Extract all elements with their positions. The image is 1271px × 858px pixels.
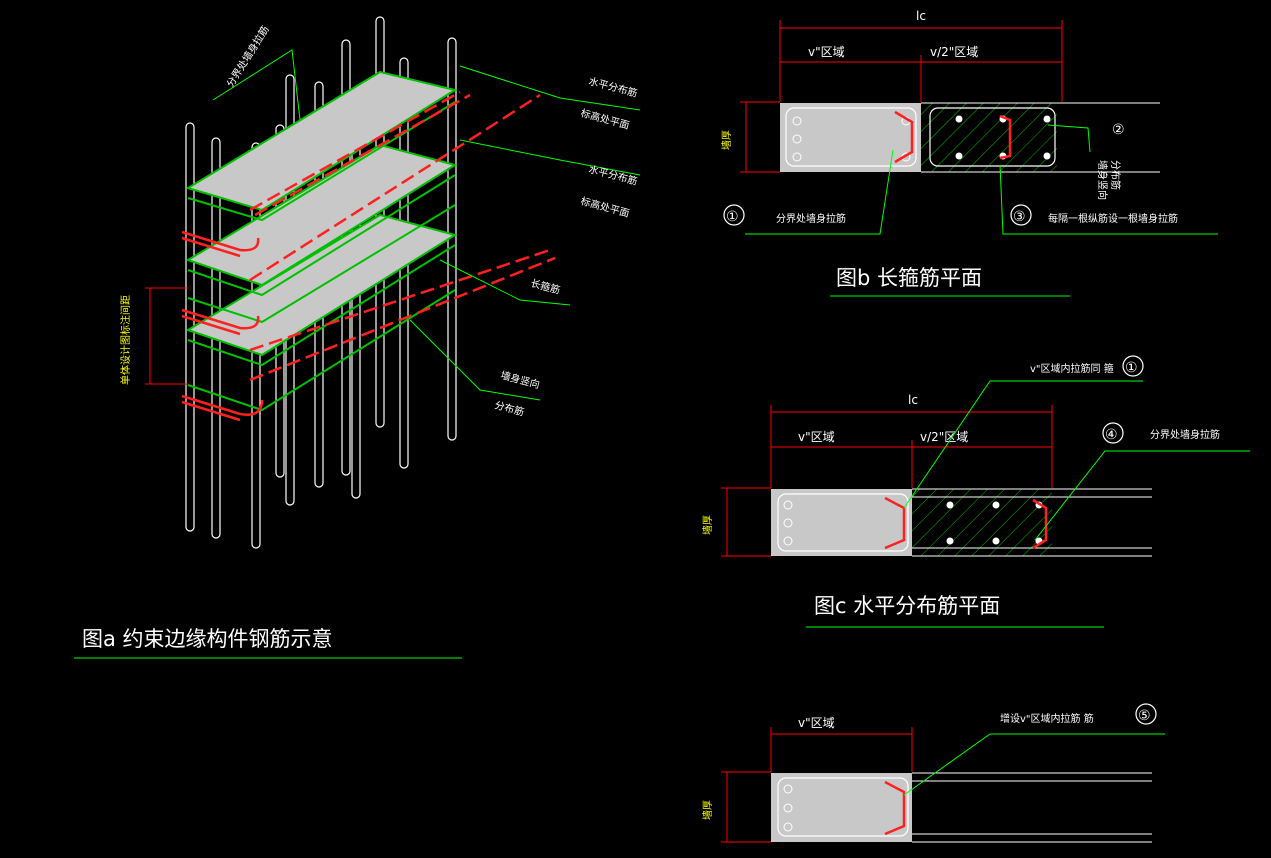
figure-b-circle-1: ① [726,209,739,225]
figure-c-wall-thickness: 墙厚 [701,515,714,535]
figure-c-zone-v: v"区域 [798,430,835,444]
figure-c-label-1: v"区域内拉筋同 箍 [1030,362,1114,375]
figure-c-circle-4: ④ [1105,427,1118,443]
figure-d-circle-5: ⑤ [1138,708,1151,724]
figure-c-dimensions [721,405,1053,557]
figure-c-circle-1: ① [1125,360,1138,376]
figure-d-label-5: 增设v"区域内拉筋 筋 [1000,712,1094,725]
ties [181,90,556,422]
figure-b-dimensions [740,20,1063,173]
elevation-label-1: 标高处平面 [579,106,631,131]
figure-b-circle-3: ③ [1013,209,1026,225]
figure-d-bars [783,784,793,832]
figure-a-isometric: 分界处墙身拉筋 水平分布筋 标高处平面 水平分布筋 标高处平面 长箍筋 墙身竖向… [74,16,641,659]
elevation-label-2: 标高处平面 [579,194,631,219]
figure-b-long-stirrup-plan: lc v"区域 v/2"区域 墙厚 ① 分界处墙身拉筋 ② 墙身竖向 [720,9,1218,297]
figure-d-wall-thickness: 墙厚 [701,800,714,820]
horiz-rebar-label-2: 水平分布筋 [587,162,639,187]
figure-d-zone-v: v"区域 [798,716,835,730]
figure-c-label-4: 分界处墙身拉筋 [1150,428,1220,441]
figure-b-ties [894,110,1012,164]
figure-b-leaders [745,124,1218,235]
figure-b-bars [792,115,1051,162]
long-stirrup-label: 长箍筋 [529,276,561,296]
spacing-label: 单体设计图标注间距 [119,295,132,385]
figure-d-added-tie-plan: v"区域 墙厚 增设v"区域内拉筋 筋 ⑤ [701,703,1165,843]
stirrups [187,101,456,412]
boundary-tie-label: 分界处墙身拉筋 [224,23,272,89]
figure-c-leaders [903,380,1250,541]
figure-b-wall-thickness: 墙厚 [720,130,733,150]
figure-b-label-2a: 墙身竖向 [1096,160,1109,200]
slabs [185,70,458,357]
horiz-rebar-label-1: 水平分布筋 [587,74,639,99]
figure-b-zone-v2: v/2"区域 [930,45,978,59]
figure-c-zone-v2: v/2"区域 [920,430,968,444]
figure-c-title: 图c 水平分布筋平面 [814,594,1000,618]
figure-b-title: 图b 长箍筋平面 [836,266,982,290]
figure-b-label-1: 分界处墙身拉筋 [776,212,846,225]
figure-a-leaders [145,49,641,401]
figure-d-tie [884,780,906,836]
figure-d-dimensions [721,727,913,843]
vertical-rebar-label-1: 墙身竖向 [499,368,541,391]
figure-b-zone-v: v"区域 [808,45,845,59]
figure-b-label-2b: 分布筋 [1109,160,1122,190]
figure-c-horizontal-rebar-plan: lc v"区域 v/2"区域 墙厚 v"区域内拉筋同 箍 ① ④ 分界处墙身拉 [701,355,1250,628]
figure-b-wall-zone [921,103,1057,172]
figure-a-title: 图a 约束边缘构件钢筋示意 [82,627,333,651]
figure-c-wall-zone [912,489,1052,556]
figure-b-lc: lc [916,9,926,23]
vertical-rebar-label-2: 分布筋 [493,398,525,418]
figure-b-label-3: 每隔一根纵筋设一根墙身拉筋 [1048,212,1178,225]
figure-d-leader [903,733,1165,796]
figure-b-circle-2: ② [1112,122,1125,138]
figure-c-ties [884,496,1048,550]
figure-c-lc: lc [908,393,918,407]
